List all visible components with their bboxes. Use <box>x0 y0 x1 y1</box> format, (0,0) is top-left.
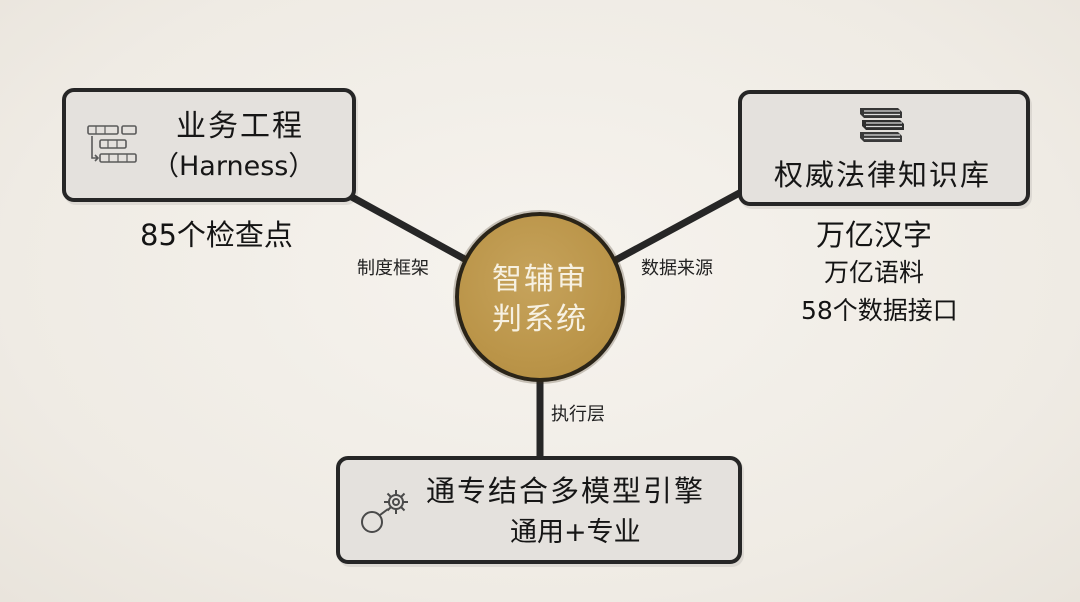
knowledge-edge-label: 数据来源 <box>641 258 713 279</box>
center-line-1: 智辅审 <box>492 262 588 297</box>
engine-subtitle: 通用+专业 <box>510 517 641 548</box>
workflow-icon <box>87 125 137 163</box>
engine-node: 通专结合多模型引擎 通用+专业 <box>336 456 742 564</box>
harness-edge-label: 制度框架 <box>357 258 429 279</box>
harness-title: 业务工程 <box>176 109 304 144</box>
harness-detail: 85个检查点 <box>140 218 293 252</box>
harness-node: 业务工程 （Harness） <box>62 88 356 202</box>
harness-subtitle: （Harness） <box>152 151 316 182</box>
knowledge-detail-1: 万亿汉字 <box>816 218 933 252</box>
knowledge-title: 权威法律知识库 <box>774 158 992 192</box>
engine-title: 通专结合多模型引擎 <box>426 474 706 508</box>
knowledge-node: 权威法律知识库 <box>738 90 1030 206</box>
gear-icon <box>361 490 408 533</box>
engine-edge-label: 执行层 <box>551 404 605 425</box>
books-icon <box>860 108 904 142</box>
center-node: 智辅审 判系统 <box>455 212 625 382</box>
knowledge-detail-2: 万亿语料 <box>824 258 925 287</box>
center-line-2: 判系统 <box>492 302 588 337</box>
knowledge-detail-3: 58个数据接口 <box>801 296 958 325</box>
connector-harness <box>346 192 474 266</box>
connector-knowledge <box>608 186 749 266</box>
